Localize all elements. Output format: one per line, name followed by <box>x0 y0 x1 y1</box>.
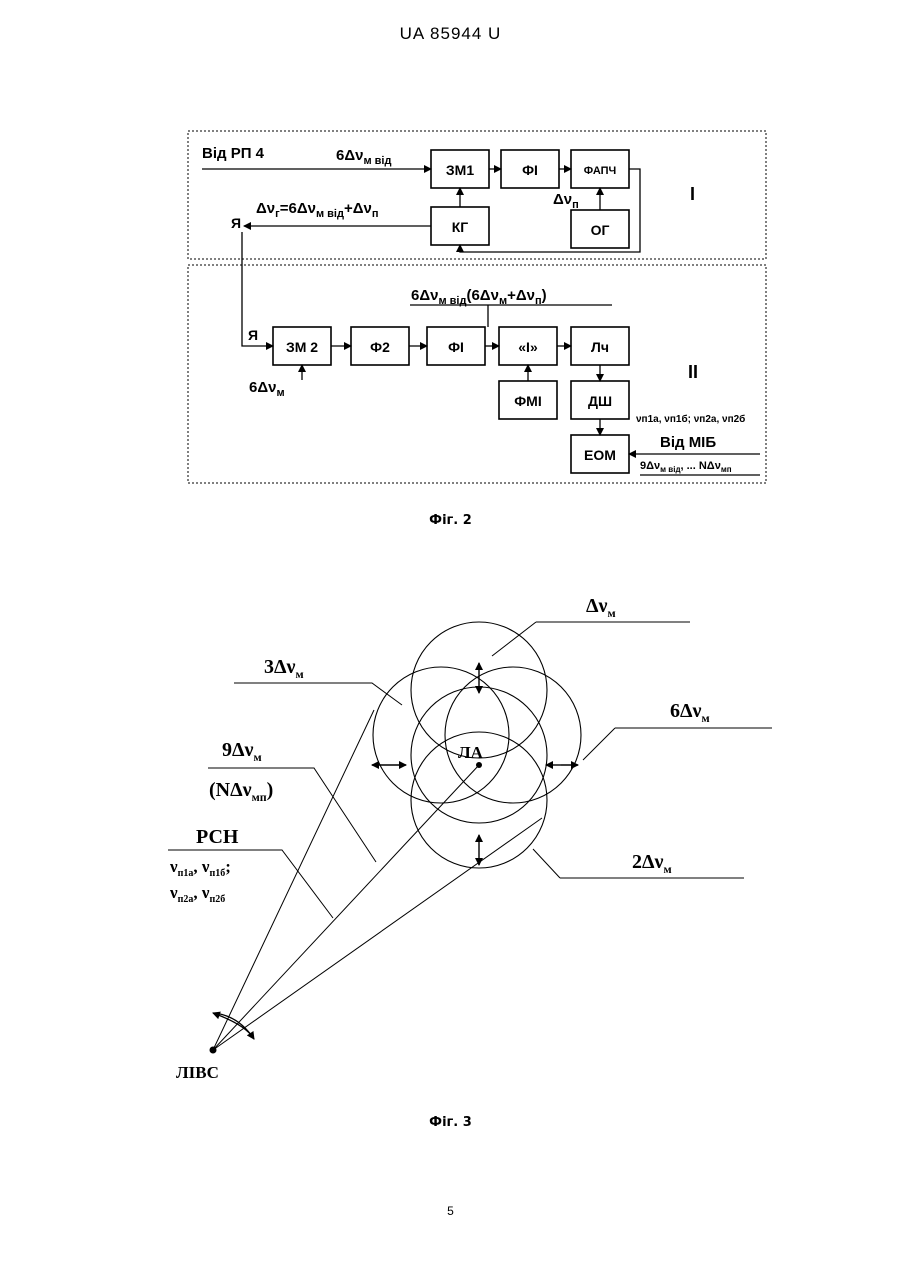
label-mid-expression: 6Δνм від(6Δνм+Δνп) <box>411 287 547 307</box>
label-dsh: ДШ <box>588 393 612 409</box>
label-vid-mib: Від МІБ <box>660 434 716 451</box>
label-fmi: ФМІ <box>514 393 542 409</box>
label-v-1: νп1а, νп1б; <box>169 857 231 879</box>
figure-2-caption: Фіг. 2 <box>0 513 901 528</box>
observation-rays <box>213 710 542 1050</box>
label-fapch: ФАПЧ <box>584 165 617 177</box>
label-2dv-m: 2Δνм <box>632 851 672 876</box>
label-rsn: РСН <box>196 826 239 848</box>
label-ndv-mp: (NΔνмп) <box>209 779 273 804</box>
label-zm1: ЗМ1 <box>446 162 474 178</box>
label-lch: Лч <box>591 339 609 355</box>
label-og: ОГ <box>591 222 610 238</box>
label-v-2: νп2а, νп2б <box>169 883 225 905</box>
label-vid-rp4: Від РП 4 <box>202 145 265 162</box>
point-livs <box>210 1047 217 1054</box>
figure-2-block-diagram: ЗМ1 ФІ ФАПЧ КГ ОГ ЗМ 2 Ф2 ФІ «І» Лч ФМІ … <box>0 0 901 520</box>
page-number: 5 <box>0 1204 901 1218</box>
label-9dv-m: 9Δνм <box>222 739 262 764</box>
label-fi-top: ФІ <box>522 162 538 178</box>
label-dv-g: Δνг=6Δνм від+Δνп <box>256 200 379 220</box>
label-zm2-input: 6Δνм <box>249 379 285 399</box>
label-6dv-m: 6Δνм <box>670 700 710 725</box>
label-ya-2: Я <box>248 327 258 343</box>
label-fi-bottom: ФІ <box>448 339 464 355</box>
label-eom: ЕОМ <box>584 447 616 463</box>
label-series: 9Δνм від, ... NΔνмп <box>640 460 732 474</box>
label-livs: ЛІВС <box>176 1063 219 1082</box>
circle-right <box>445 667 581 803</box>
label-i-block: «І» <box>518 339 538 355</box>
label-freqs: νп1а, νп1б; νп2а, νп2б <box>636 413 745 425</box>
label-ya-1: Я <box>231 215 241 231</box>
section-one-label: I <box>690 184 695 204</box>
label-kg: КГ <box>452 219 469 235</box>
label-input-top: 6Δνм від <box>336 147 391 167</box>
label-f2: Ф2 <box>370 339 390 355</box>
figure-3-coverage-diagram: Δνм 3Δνм 6Δνм 9Δνм (NΔνмп) РСН νп1а, νп1… <box>0 560 901 1120</box>
label-la: ЛА <box>458 743 484 762</box>
label-dv-p: Δνп <box>553 191 579 211</box>
leader-lines <box>168 622 772 918</box>
label-3dv-m: 3Δνм <box>264 656 304 681</box>
label-zm2: ЗМ 2 <box>286 339 318 355</box>
section-two-label: II <box>688 362 698 382</box>
figure-3-caption: Фіг. 3 <box>0 1115 901 1130</box>
label-dv-m: Δνм <box>586 595 616 620</box>
